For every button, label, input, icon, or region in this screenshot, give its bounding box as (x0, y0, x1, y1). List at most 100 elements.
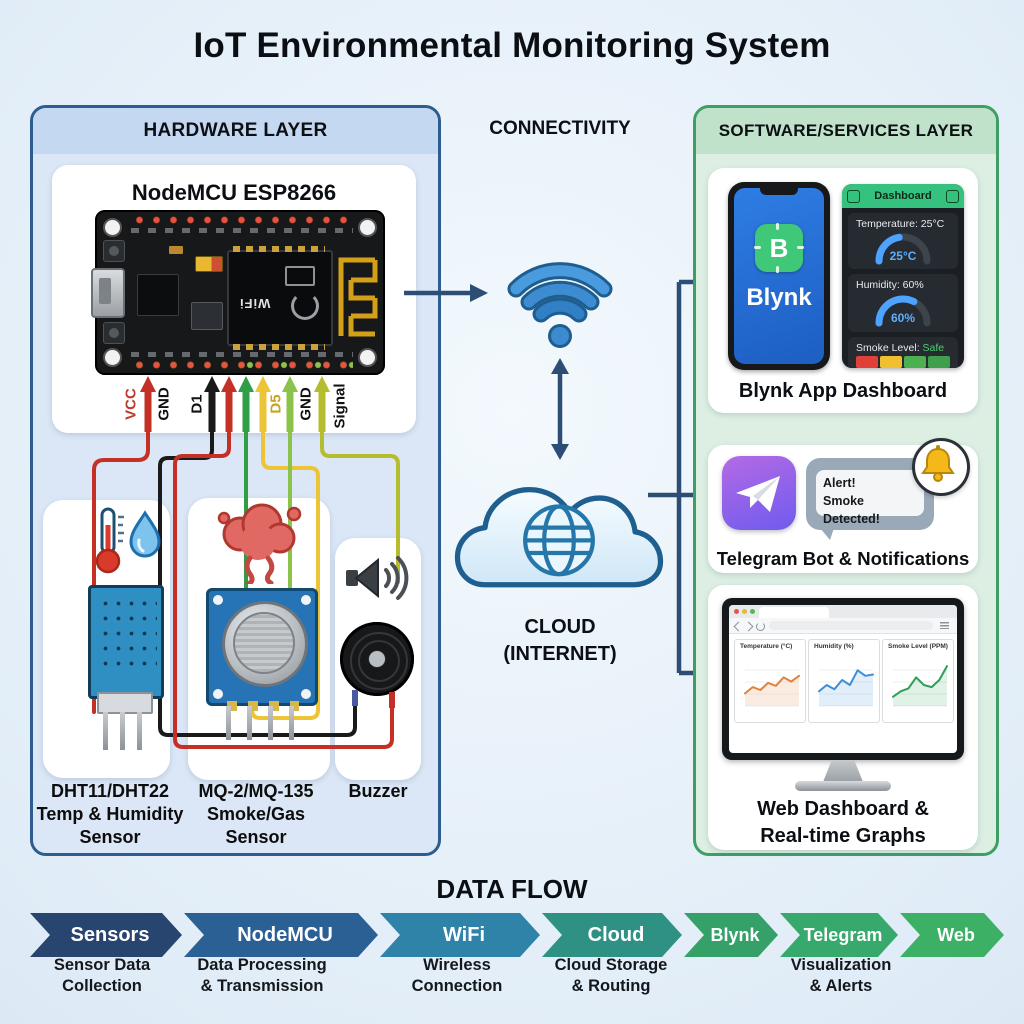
logo-ray (754, 246, 761, 249)
pin-label-row-top (131, 228, 353, 233)
esp-pads-bottom (233, 344, 325, 350)
dashboard-header: Dashboard (842, 184, 964, 208)
close-dot[interactable] (734, 609, 739, 614)
smoke-widget: Smoke Level: Safe (848, 337, 958, 368)
logo-ray (797, 246, 804, 249)
buzzer-pin-pos (389, 692, 395, 708)
smoke-mini-chart (892, 665, 948, 707)
esp-logo-swirl (291, 292, 319, 320)
monitor: Temperature (°C) Humidity (%) Smoke Leve… (722, 598, 964, 760)
component-yellow (195, 256, 223, 272)
esp-fcc-mark (285, 266, 315, 286)
esp-pads-top (233, 246, 325, 252)
address-bar[interactable] (769, 621, 933, 630)
usb-chip (137, 274, 179, 316)
humidity-gauge: 60% (875, 295, 931, 327)
bell-icon (921, 445, 955, 482)
mq-pin (226, 706, 231, 740)
browser-tabbar (729, 605, 957, 618)
wire-label-d5: D5 (267, 394, 285, 414)
buzzer-ring (350, 632, 408, 690)
flow-caption-cloud: Cloud Storage & Routing (554, 956, 668, 995)
flow-caption-visualization: Visualization & Alerts (790, 956, 892, 995)
usb-slot (99, 278, 111, 304)
back-icon[interactable] (733, 621, 744, 632)
chart-card-humidity: Humidity (%) (808, 639, 880, 723)
flow-step-sensors: Sensors (30, 913, 182, 957)
flow-step-wifi: WiFi (380, 913, 540, 957)
flow-step-nodemcu: NodeMCU (184, 913, 378, 957)
chart-card-smoke: Smoke Level (PPM) (882, 639, 954, 723)
button-cap (109, 328, 119, 338)
web-caption: Web Dashboard & Real-time Graphs (757, 798, 929, 847)
wifi-icon (507, 262, 613, 348)
component-small (169, 246, 183, 254)
globe-icon (523, 504, 595, 577)
blynk-app-name: Blynk (746, 284, 812, 311)
screw-hole (103, 218, 122, 237)
window-icon[interactable] (946, 190, 959, 203)
smoke-icon (217, 503, 302, 584)
buzzer-disc (340, 622, 414, 696)
menu-icon[interactable] (847, 190, 860, 203)
page-title: IoT Environmental Monitoring System (193, 26, 831, 65)
dht-base (97, 692, 153, 714)
pin-label-row-bottom (131, 352, 353, 357)
humidity-widget: Humidity: 60% 60% (848, 274, 958, 332)
notification-bell-badge (912, 438, 970, 496)
buzzer-center (369, 651, 385, 667)
blynk-dashboard: Dashboard Temperature: 25°C 25°C Humidit… (842, 184, 964, 368)
reset-button (103, 322, 125, 344)
blynk-logo-letter: B (769, 232, 789, 263)
temperature-mini-chart (744, 669, 800, 707)
dht-pin (103, 712, 108, 750)
esp-chip-text: WiFi (239, 296, 271, 311)
mq-pads (227, 701, 299, 711)
component-regulator (191, 302, 223, 330)
maximize-dot[interactable] (750, 609, 755, 614)
browser-toolbar (729, 618, 957, 634)
pcb-hole (301, 595, 311, 605)
alert-message: Alert! Smoke Detected! (816, 470, 924, 526)
reload-icon[interactable] (756, 622, 765, 631)
wire-label-vcc: VCC (122, 388, 140, 420)
flow-step-telegram: Telegram (780, 913, 898, 957)
minimize-dot[interactable] (742, 609, 747, 614)
bar-green (904, 356, 926, 368)
dht-caption: DHT11/DHT22 Temp & Humidity Sensor (36, 781, 184, 847)
flow-caption-wifi: Wireless Connection (411, 956, 503, 995)
wire-label-d1: D1 (188, 394, 206, 414)
cloud-icon (454, 486, 664, 588)
mq-mesh-inner (233, 612, 295, 674)
temperature-value: 25°C (890, 249, 917, 263)
mq-pin (289, 706, 294, 740)
bubble-tail (820, 528, 834, 540)
chart-card-temperature: Temperature (°C) (734, 639, 806, 723)
usb-port (91, 268, 125, 318)
smoke-level-bar (856, 356, 950, 368)
logo-ray (776, 266, 779, 273)
blynk-logo: B (754, 223, 804, 273)
connectivity-header: CONNECTIVITY (489, 118, 631, 139)
phone-screen: B Blynk (734, 188, 824, 364)
screw-hole (358, 348, 377, 367)
flow-step-web: Web (900, 913, 1004, 957)
dataflow-header: DATA FLOW (436, 874, 588, 904)
wire-label-gnd1: GND (155, 387, 173, 421)
thermometer-icon (95, 507, 124, 574)
buzzer-ring (358, 640, 400, 682)
temperature-widget: Temperature: 25°C 25°C (848, 213, 958, 269)
dht-pin (137, 712, 142, 750)
humidity-mini-chart (818, 669, 874, 707)
bar-yellow (880, 356, 902, 368)
esp-module: WiFi (227, 246, 333, 350)
humidity-value: 60% (891, 311, 915, 325)
bar-green2 (928, 356, 950, 368)
dataflow-arrows: Sensors NodeMCU WiFi Cloud Blynk Telegra… (0, 913, 1024, 957)
wire-label-gnd2: GND (297, 387, 315, 421)
forward-icon[interactable] (743, 621, 754, 632)
monitor-neck (823, 760, 863, 782)
menu-lines-icon[interactable] (940, 622, 949, 629)
dht-module (88, 585, 164, 714)
